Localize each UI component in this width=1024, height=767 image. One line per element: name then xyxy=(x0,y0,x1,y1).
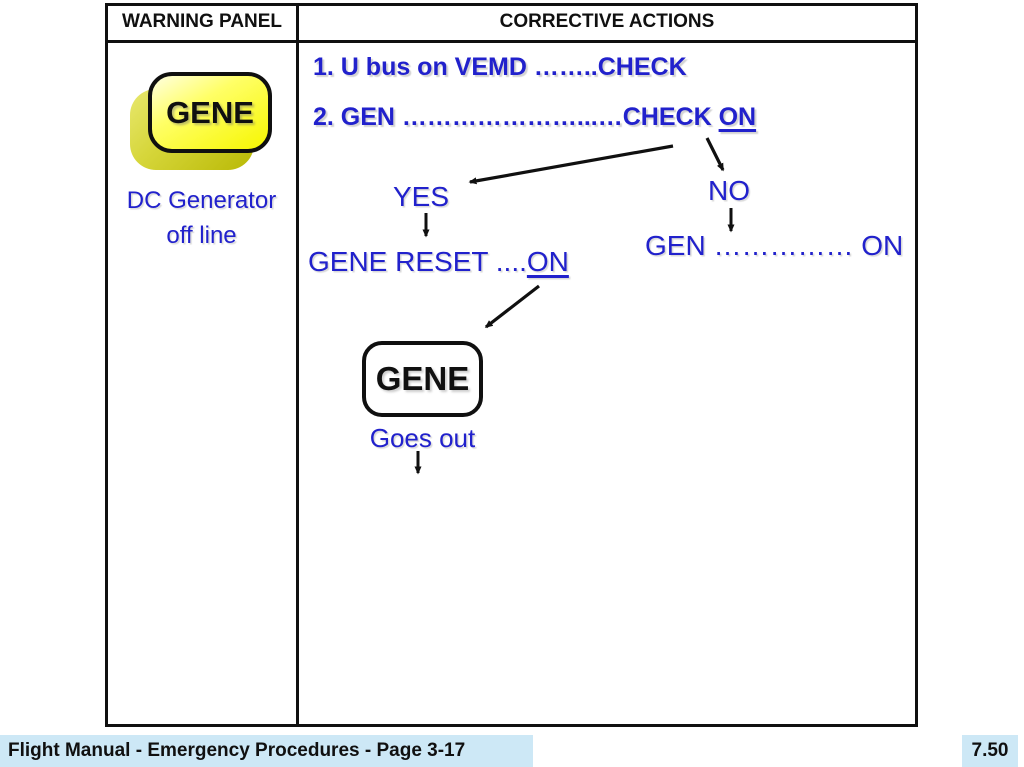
column-divider xyxy=(296,3,299,727)
corrective-actions-header: CORRECTIVE ACTIONS xyxy=(499,11,715,32)
result-caption: Goes out xyxy=(369,423,476,453)
step-2: 2. GEN …………………...…CHECK ON xyxy=(313,103,756,132)
yes-action-text: GENE RESET .... xyxy=(308,246,527,277)
gene-result-light: GENE xyxy=(362,341,483,417)
no-branch-label: NO xyxy=(708,175,750,206)
warning-description: DC Generator off line xyxy=(105,184,298,254)
gene-warning-light: GENE xyxy=(148,72,272,153)
warning-description-line1: DC Generator xyxy=(126,187,277,214)
yes-branch-label: YES xyxy=(393,181,450,212)
page-number-badge: 7.50 xyxy=(962,735,1018,767)
header-divider xyxy=(105,40,918,43)
warning-panel-header: WARNING PANEL xyxy=(121,11,283,32)
yes-action: GENE RESET ....ON xyxy=(308,246,569,278)
warning-description-line2: off line xyxy=(166,221,237,249)
step-2-text: 2. GEN …………………...…CHECK xyxy=(313,103,719,131)
step-2-on: ON xyxy=(718,103,757,131)
step-1: 1. U bus on VEMD ……..CHECK xyxy=(313,53,687,81)
yes-action-on: ON xyxy=(526,246,569,277)
footer-title: Flight Manual - Emergency Procedures - P… xyxy=(0,735,533,767)
no-action: GEN …………… ON xyxy=(645,230,904,261)
